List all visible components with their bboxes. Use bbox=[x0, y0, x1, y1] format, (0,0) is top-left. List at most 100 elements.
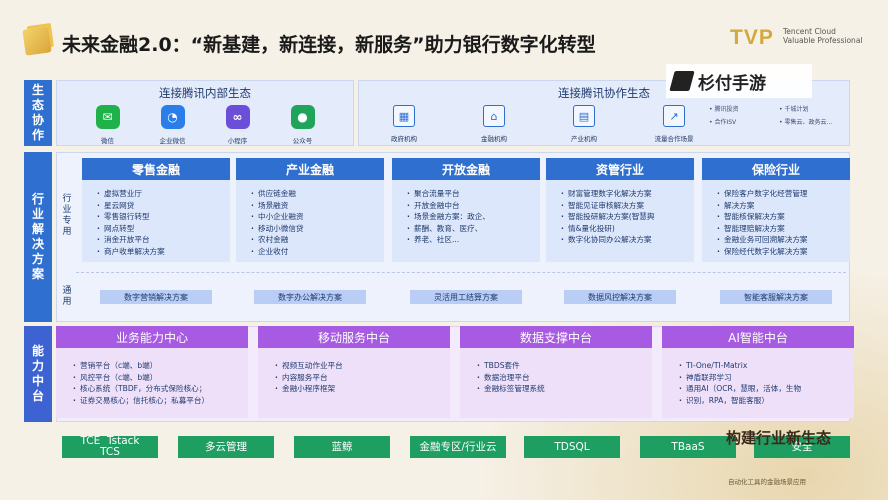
industry-card-item: 聚合流量平台 bbox=[407, 188, 534, 200]
industry-card-item: 开放金融中台 bbox=[407, 200, 534, 212]
industry-card-item: 智能理赔解决方案 bbox=[717, 223, 844, 235]
capability-card[interactable]: AI智能中台TI-One/TI-Matrix神盾联邦学习通用AI（OCR，慧眼，… bbox=[662, 326, 854, 418]
capability-card-item: 通用AI（OCR，慧眼，活体，生物 bbox=[679, 383, 848, 395]
internal-ecosystem-title: 连接腾讯内部生态 bbox=[159, 86, 251, 100]
capability-card-body: 视频互动作业平台内容服务平台金融小程序框架 bbox=[258, 348, 450, 395]
industry-card-item: 财富管理数字化解决方案 bbox=[561, 188, 688, 200]
infra-block[interactable]: 蓝鲸 bbox=[294, 436, 390, 458]
capability-card-item: 金融小程序框架 bbox=[275, 383, 444, 395]
footer-subtitle: 自动化工具的金融场景应用 bbox=[728, 478, 806, 486]
industry-card-item: 智能核保解决方案 bbox=[717, 211, 844, 223]
industry-card-item: 场景融资 bbox=[251, 200, 378, 212]
industry-card[interactable]: 资管行业财富管理数字化解决方案智能见证审核解决方案智能投研解决方案(智慧舆情&量… bbox=[546, 158, 694, 262]
capability-card-item: 神盾联邦学习 bbox=[679, 372, 848, 384]
industry-card-body: 保险客户数字化经营管理解决方案智能核保解决方案智能理赔解决方案金融业务可回溯解决… bbox=[702, 180, 850, 257]
general-solution-button[interactable]: 数字办公解决方案 bbox=[254, 290, 366, 304]
industry-card-item: 金融业务可回溯解决方案 bbox=[717, 234, 844, 246]
external-list-a: • 腾讯投资• 合作ISV bbox=[709, 103, 738, 129]
eco-internal-item[interactable]: ✉微信 bbox=[78, 105, 138, 145]
industry-card-body: 聚合流量平台开放金融中台场景金融方案：政企、薪酬、教育、医疗、养老、社区... bbox=[392, 180, 540, 246]
infra-block[interactable]: TBaaS bbox=[640, 436, 736, 458]
wecom-icon: ◔ bbox=[160, 105, 185, 129]
external-list-item: • 腾讯投资 bbox=[709, 106, 739, 113]
industry-card-item: 智能投研解决方案(智慧舆 bbox=[561, 211, 688, 223]
industry-building-icon: ▤ bbox=[573, 105, 595, 127]
industry-card-item: 情&量化投研) bbox=[561, 223, 688, 235]
capability-card-item: TBDS套件 bbox=[477, 360, 646, 372]
tvp-subtitle: Tencent Cloud Valuable Professional bbox=[783, 27, 863, 45]
eco-internal-item[interactable]: ● 公众号 bbox=[273, 105, 333, 145]
industry-card-title: 资管行业 bbox=[546, 158, 694, 180]
general-solution-button[interactable]: 数字营销解决方案 bbox=[100, 290, 212, 304]
infra-block[interactable]: 多云管理 bbox=[178, 436, 274, 458]
industry-card-body: 虚拟营业厅星云网贷零售银行转型网点转型消金开放平台商户收单解决方案 bbox=[82, 180, 230, 257]
general-solution-button[interactable]: 灵活用工结算方案 bbox=[410, 290, 522, 304]
capability-card-item: 识别，RPA，智能客服） bbox=[679, 395, 848, 407]
industry-card[interactable]: 产业金融供应链金融场景融资中小企业融资移动小微信贷农村金融企业收付 bbox=[236, 158, 384, 262]
industry-card-item: 星云网贷 bbox=[97, 200, 224, 212]
industry-card-item: 企业收付 bbox=[251, 246, 378, 258]
capability-card-item: 证券交易核心；信托核心；私募平台） bbox=[73, 395, 242, 407]
capability-card-title: AI智能中台 bbox=[662, 326, 854, 348]
industry-card[interactable]: 开放金融聚合流量平台开放金融中台场景金融方案：政企、薪酬、教育、医疗、养老、社区… bbox=[392, 158, 540, 262]
infra-block[interactable]: TCE Tstack TCS bbox=[62, 436, 158, 458]
capability-card-body: 营销平台（c端、b端）风控平台（c端、b端）核心系统（TBDF，分布式保险核心；… bbox=[56, 348, 248, 406]
external-ecosystem-items: ▦政府机构 ⌂ 金融机构 ▤ 产业机构 ↗ 流量合作场景 bbox=[369, 105, 709, 143]
general-solution-button[interactable]: 智能客服解决方案 bbox=[720, 290, 832, 304]
eco-external-item[interactable]: ▦政府机构 bbox=[369, 105, 439, 143]
eco-external-item[interactable]: ↗ 流量合作场景 bbox=[639, 105, 709, 143]
industry-card-item: 保险客户数字化经营管理 bbox=[717, 188, 844, 200]
external-ecosystem-title: 连接腾讯协作生态 bbox=[558, 86, 650, 100]
eco-item-label: 产业机构 bbox=[571, 135, 597, 143]
capability-card-item: 视频互动作业平台 bbox=[275, 360, 444, 372]
header-logo-icon bbox=[22, 26, 52, 56]
eco-internal-item[interactable]: ∞ 小程序 bbox=[208, 105, 268, 145]
internal-ecosystem-panel: 连接腾讯内部生态 ✉微信◔企业微信 ∞ 小程序 ● 公众号 bbox=[56, 80, 354, 146]
eco-external-item[interactable]: ⌂ 金融机构 bbox=[459, 105, 529, 143]
infra-block[interactable]: 金融专区/行业云 bbox=[410, 436, 506, 458]
industry-card-item: 消金开放平台 bbox=[97, 234, 224, 246]
general-solution-button[interactable]: 数据风控解决方案 bbox=[564, 290, 676, 304]
eco-item-label: 政府机构 bbox=[391, 135, 417, 143]
industry-card[interactable]: 保险行业保险客户数字化经营管理解决方案智能核保解决方案智能理赔解决方案金融业务可… bbox=[702, 158, 850, 262]
industry-card-item: 网点转型 bbox=[97, 223, 224, 235]
capability-card-title: 数据支撑中台 bbox=[460, 326, 652, 348]
eco-item-label: 金融机构 bbox=[481, 135, 507, 143]
capability-card-item: 风控平台（c端、b端） bbox=[73, 372, 242, 384]
industry-card-item: 薪酬、教育、医疗、 bbox=[407, 223, 534, 235]
industry-card-item: 保险经代数字化解决方案 bbox=[717, 246, 844, 258]
traffic-chart-icon: ↗ bbox=[663, 105, 685, 127]
official-account-icon: ● bbox=[290, 105, 315, 129]
industry-card[interactable]: 零售金融虚拟营业厅星云网贷零售银行转型网点转型消金开放平台商户收单解决方案 bbox=[82, 158, 230, 262]
miniprogram-icon: ∞ bbox=[225, 105, 250, 129]
capability-card[interactable]: 移动服务中台视频互动作业平台内容服务平台金融小程序框架 bbox=[258, 326, 450, 418]
industry-card-item: 解决方案 bbox=[717, 200, 844, 212]
eco-item-label: 小程序 bbox=[227, 137, 248, 145]
capability-card-body: TBDS套件数据治理平台金融标签管理系统 bbox=[460, 348, 652, 395]
industry-card-body: 财富管理数字化解决方案智能见证审核解决方案智能投研解决方案(智慧舆情&量化投研)… bbox=[546, 180, 694, 246]
watermark-logo-icon bbox=[669, 71, 695, 91]
eco-external-item[interactable]: ▤ 产业机构 bbox=[549, 105, 619, 143]
eco-item-label: 流量合作场景 bbox=[654, 135, 694, 143]
eco-item-label: 公众号 bbox=[292, 137, 313, 145]
capability-card-body: TI-One/TI-Matrix神盾联邦学习通用AI（OCR，慧眼，活体，生物识… bbox=[662, 348, 854, 406]
watermark: 杉付手游 bbox=[666, 64, 812, 98]
page-title: 未来金融2.0：“新基建，新连接，新服务”助力银行数字化转型 bbox=[62, 34, 596, 56]
watermark-text: 杉付手游 bbox=[698, 73, 766, 94]
bank-icon: ⌂ bbox=[483, 105, 505, 127]
industry-card-item: 供应链金融 bbox=[251, 188, 378, 200]
industry-card-item: 零售银行转型 bbox=[97, 211, 224, 223]
eco-internal-item[interactable]: ◔企业微信 bbox=[143, 105, 203, 145]
tvp-subtitle-line2: Valuable Professional bbox=[783, 36, 863, 45]
row-label-capability: 能力中台 bbox=[24, 326, 52, 422]
capability-card-item: 金融标签管理系统 bbox=[477, 383, 646, 395]
eco-item-label: 微信 bbox=[101, 137, 114, 145]
industry-card-item: 虚拟营业厅 bbox=[97, 188, 224, 200]
capability-card[interactable]: 业务能力中心营销平台（c端、b端）风控平台（c端、b端）核心系统（TBDF，分布… bbox=[56, 326, 248, 418]
sub-label-dedicated: 行业专用 bbox=[62, 194, 72, 237]
external-list-item: • 零售云、政务云... bbox=[779, 119, 833, 126]
infra-block[interactable]: 安全 bbox=[754, 436, 850, 458]
capability-card[interactable]: 数据支撑中台TBDS套件数据治理平台金融标签管理系统 bbox=[460, 326, 652, 418]
infra-block[interactable]: TDSQL bbox=[524, 436, 620, 458]
industry-card-item: 商户收单解决方案 bbox=[97, 246, 224, 258]
